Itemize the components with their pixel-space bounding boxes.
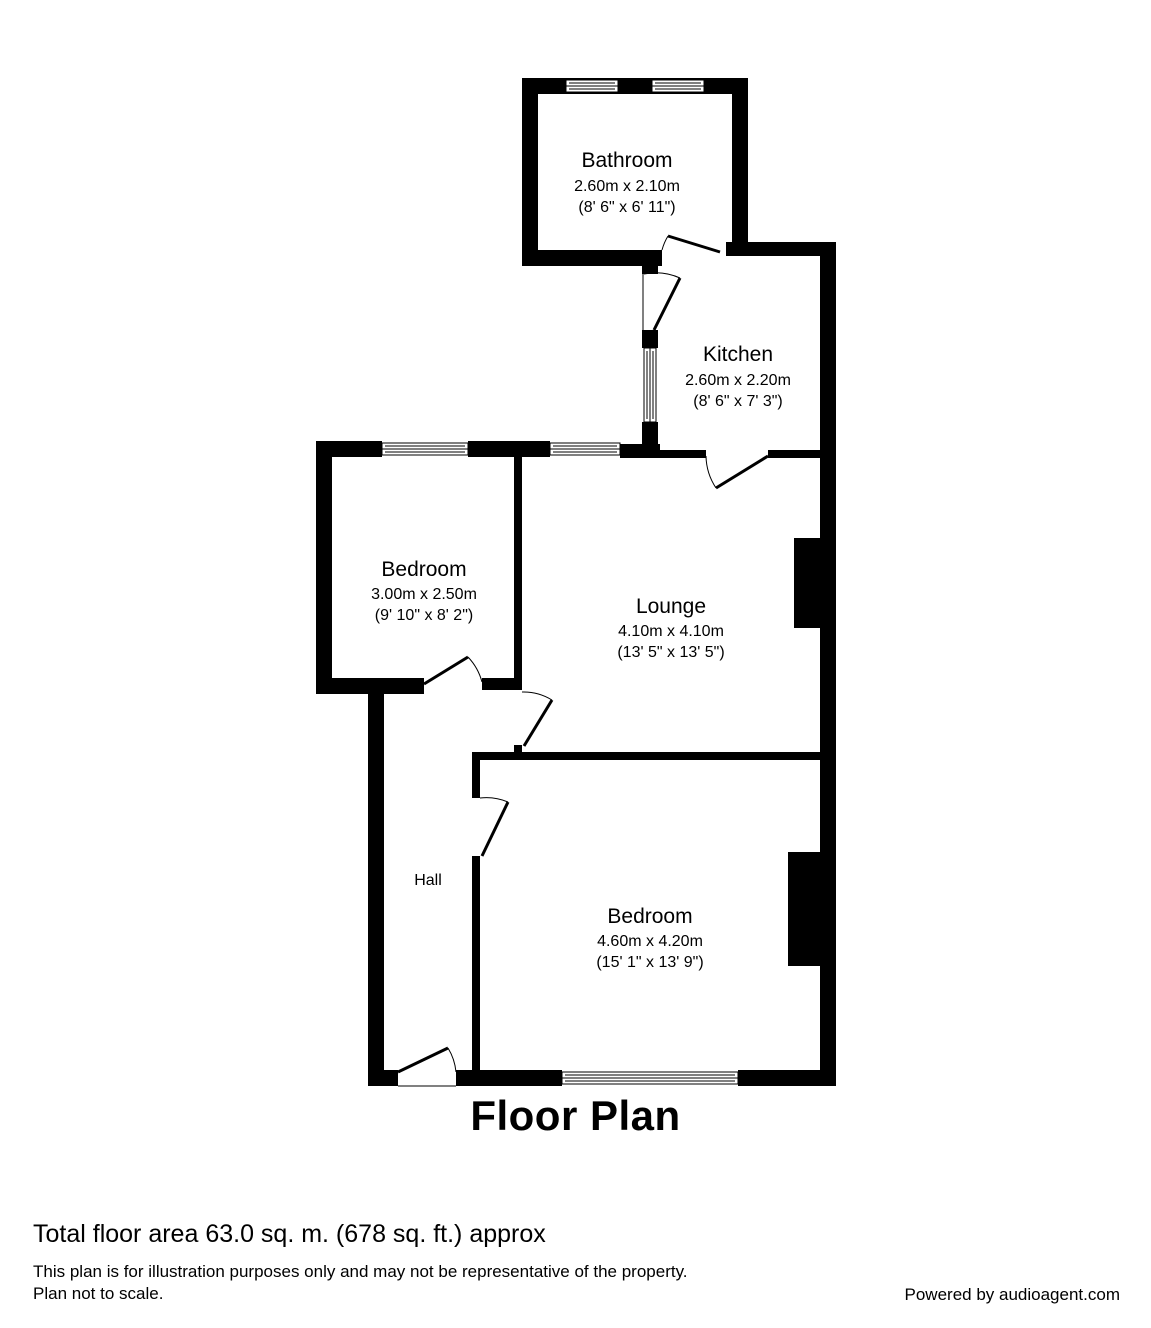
wall [768,450,836,458]
total-floor-area: Total floor area 63.0 sq. m. (678 sq. ft… [33,1220,546,1248]
wall [368,1070,398,1086]
room-dimensions-imperial: (15' 1" x 13' 9") [596,954,703,971]
page-title: Floor Plan [470,1092,681,1139]
wall [656,450,706,458]
wall [316,441,382,457]
wall [820,242,836,458]
wall [642,258,658,274]
chimney-breast [794,538,824,628]
wall [472,752,836,760]
wall [732,78,748,250]
room-name: Bedroom [381,558,466,581]
wall [468,441,550,457]
room-bedroom-large: Bedroom 4.60m x 4.20m (15' 1" x 13' 9") [596,905,703,971]
window [549,442,621,456]
wall [316,441,332,694]
wall [522,78,538,266]
doors [397,234,769,1087]
room-dimensions-imperial: (8' 6" x 7' 3") [693,393,783,410]
room-dimensions-metric: 4.10m x 4.10m [618,623,724,640]
window [561,1071,739,1085]
wall [642,330,658,348]
room-dimensions-imperial: (8' 6" x 6' 11") [578,199,675,216]
window [643,347,657,423]
room-dimensions-imperial: (9' 10" x 8' 2") [375,607,473,624]
room-bedroom-small: Bedroom 3.00m x 2.50m (9' 10" x 8' 2") [371,558,477,624]
powered-by-credit: Powered by audioagent.com [904,1285,1120,1304]
room-hall: Hall [414,872,442,889]
room-lounge: Lounge 4.10m x 4.10m (13' 5" x 13' 5") [617,595,724,661]
door-large-bedroom [479,797,510,857]
door-bathroom [661,234,721,254]
disclaimer-text: This plan is for illustration purposes o… [33,1262,688,1281]
wall [522,78,748,94]
wall [482,678,522,690]
window [565,79,619,93]
room-name: Hall [414,872,442,889]
window [381,442,469,456]
door-lounge [521,691,554,747]
windows [381,79,739,1085]
chimney-breast [788,852,824,966]
walls [316,78,836,1086]
wall [620,444,660,458]
wall [726,242,836,256]
wall [522,250,662,266]
room-dimensions-imperial: (13' 5" x 13' 5") [617,644,724,661]
wall [472,752,480,798]
wall [368,684,384,1086]
door-kitchen-hall [642,272,682,331]
room-dimensions-metric: 4.60m x 4.20m [597,933,703,950]
wall [456,1070,562,1086]
wall [514,457,522,690]
room-kitchen: Kitchen 2.60m x 2.20m (8' 6" x 7' 3") [685,343,791,410]
wall [738,1070,836,1086]
room-name: Kitchen [703,343,773,366]
room-bathroom: Bathroom 2.60m x 2.10m (8' 6" x 6' 11") [574,149,680,216]
window [651,79,705,93]
room-dimensions-metric: 2.60m x 2.10m [574,178,680,195]
door-kitchen-lounge [705,454,769,490]
wall [514,745,522,753]
wall [472,856,480,1086]
room-name: Lounge [636,595,706,618]
room-dimensions-metric: 3.00m x 2.50m [371,586,477,603]
room-name: Bathroom [581,149,672,172]
scale-note: Plan not to scale. [33,1284,164,1303]
door-front [397,1046,457,1087]
room-dimensions-metric: 2.60m x 2.20m [685,372,791,389]
door-small-bedroom [423,655,483,686]
floor-plan-diagram: Bathroom 2.60m x 2.10m (8' 6" x 6' 11") … [316,78,836,1087]
room-name: Bedroom [607,905,692,928]
